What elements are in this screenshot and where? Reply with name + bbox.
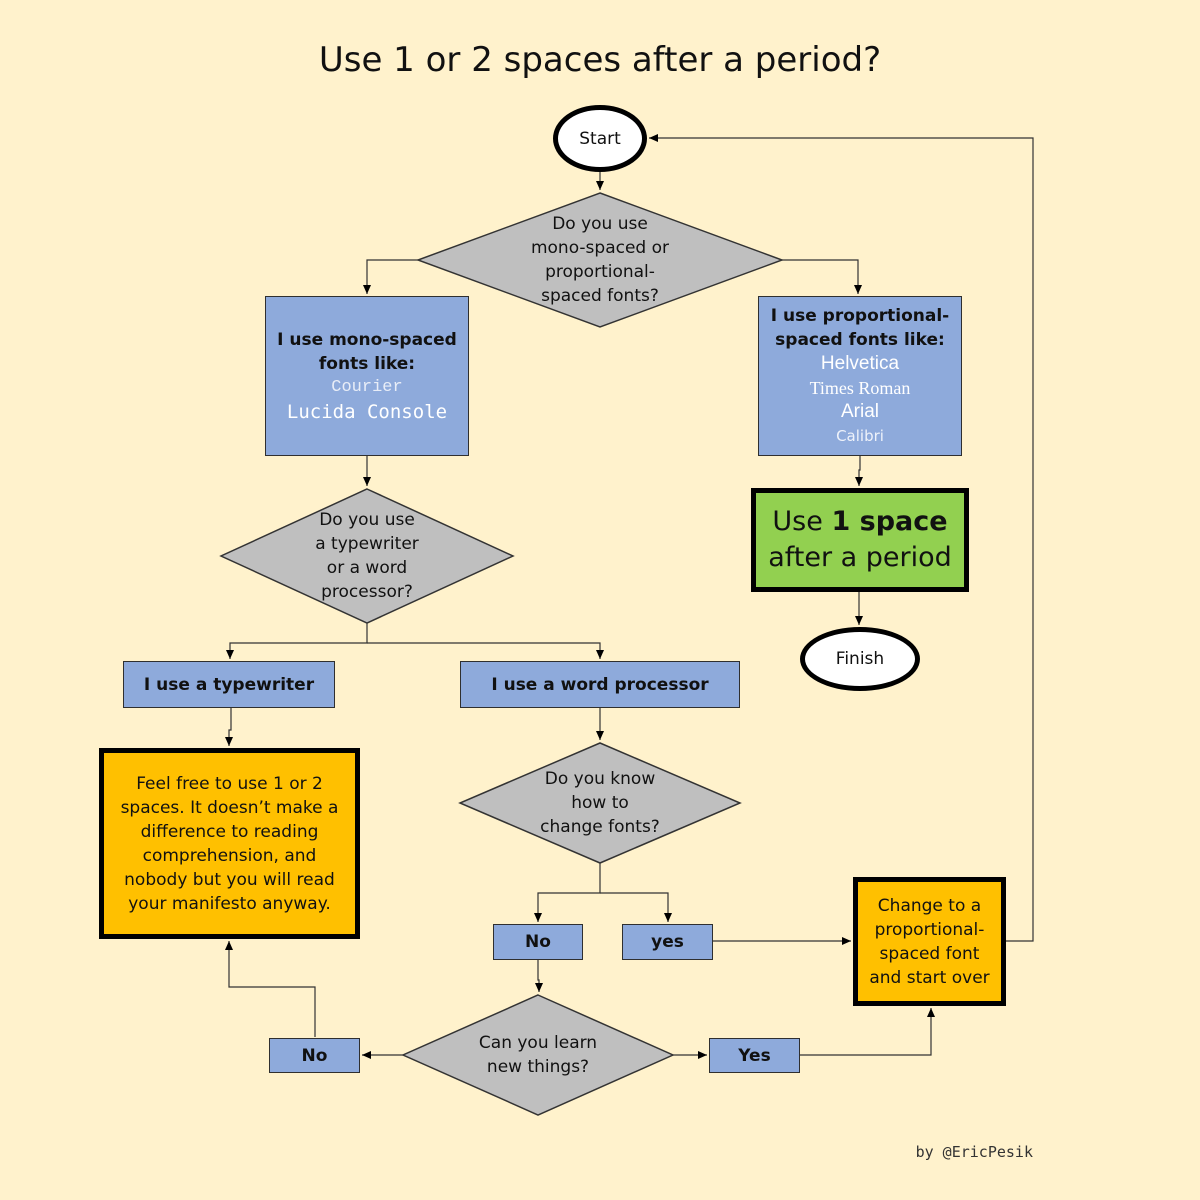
mono-spaced-box: I use mono-spaced fonts like: Courier Lu… (265, 296, 469, 456)
decision-learn-line: new things? (486, 1057, 590, 1077)
edge-q2-split (226, 623, 368, 659)
decision-learn-line: Can you learn (478, 1033, 598, 1053)
decision-learn-shape (401, 994, 675, 1116)
proportional-box: I use proportional- spaced fonts like: H… (758, 296, 962, 456)
decision-font-type: Do you use mono-spaced or proportional- … (500, 212, 700, 308)
yes-label-fonts: yes (651, 932, 684, 952)
decision-change-fonts: Do you know how to change fonts? (520, 767, 680, 839)
edge-q3-to-yes (600, 892, 672, 922)
change-font-line: proportional- (874, 919, 985, 940)
finish-node: Finish (800, 627, 920, 691)
use-one-space-pre: Use (772, 506, 832, 537)
start-label: Start (579, 128, 621, 149)
no-box-learn: No (269, 1038, 360, 1073)
decision-typewriter-line: a typewriter (315, 534, 419, 554)
use-one-space-bold: 1 space (831, 506, 948, 537)
edge-q1-to-mono (363, 259, 418, 294)
change-font-box: Change to a proportional- spaced font an… (853, 877, 1006, 1006)
mono-heading-line: fonts like: (318, 354, 416, 374)
font-sample-lucida-console: Lucida Console (286, 401, 448, 423)
decision-font-type-line: spaced fonts? (541, 286, 659, 306)
word-processor-box: I use a word processor (460, 661, 740, 708)
change-font-line: spaced font (879, 943, 980, 964)
edge-no-to-q4 (535, 960, 543, 992)
edge-q1-to-prop (782, 259, 862, 294)
finish-label: Finish (835, 649, 885, 669)
feel-free-line: difference to reading (140, 821, 319, 842)
no-label-fonts: No (525, 932, 551, 952)
change-font-line: and start over (869, 967, 990, 988)
decision-font-type-line: mono-spaced or (530, 238, 670, 258)
decision-typewriter-line: or a word (326, 558, 408, 578)
typewriter-box: I use a typewriter (123, 661, 335, 708)
font-sample-arial: Arial (840, 401, 879, 422)
yes-box-fonts: yes (622, 924, 713, 960)
feel-free-line: Feel free to use 1 or 2 (136, 773, 323, 794)
decision-change-fonts-line: Do you know (544, 769, 656, 789)
feel-free-line: your manifesto anyway. (128, 893, 331, 914)
use-one-space-box: Use 1 space after a period (751, 488, 969, 592)
edge-prop-to-green (855, 456, 863, 486)
no-label-learn: No (301, 1045, 328, 1066)
yes-box-learn: Yes (709, 1038, 800, 1073)
font-sample-calibri: Calibri (836, 427, 884, 445)
decision-typewriter: Do you use a typewriter or a word proces… (287, 508, 447, 604)
edge-q2-to-wordproc (367, 642, 604, 659)
decision-font-type-line: proportional- (545, 262, 655, 282)
decision-font-type-line: Do you use (552, 214, 648, 234)
edge-q3-to-no (534, 863, 601, 922)
use-one-space-line1: Use 1 space (772, 504, 947, 540)
decision-change-fonts-line: change fonts? (540, 817, 660, 837)
font-sample-courier: Courier (331, 378, 403, 397)
decision-typewriter-line: processor? (321, 582, 413, 602)
feel-free-line: nobody but you will read (124, 869, 335, 890)
page-title: Use 1 or 2 spaces after a period? (318, 40, 882, 80)
yes-label-learn: Yes (738, 1045, 771, 1066)
change-font-line: Change to a (877, 895, 982, 916)
edge-typewriter-to-feelfree (225, 708, 233, 746)
font-sample-times-roman: Times Roman (809, 378, 911, 398)
edge-yes2-to-change (800, 1008, 935, 1056)
typewriter-label: I use a typewriter (143, 674, 315, 695)
edge-change-to-start (649, 134, 1034, 942)
font-sample-helvetica: Helvetica (820, 353, 900, 374)
mono-heading-line: I use mono-spaced (277, 330, 457, 350)
feel-free-line: comprehension, and (142, 845, 317, 866)
decision-typewriter-line: Do you use (319, 510, 415, 530)
no-box-fonts: No (493, 924, 583, 960)
feel-free-box: Feel free to use 1 or 2 spaces. It doesn… (99, 748, 360, 939)
edge-no2-to-feelfree (225, 941, 316, 1037)
author-credit: by @EricPesik (915, 1143, 1033, 1161)
decision-change-fonts-line: how to (571, 793, 629, 813)
prop-heading-line: spaced fonts like: (775, 330, 945, 350)
decision-font-type-shape (415, 192, 785, 328)
word-processor-label: I use a word processor (491, 674, 709, 695)
feel-free-line: spaces. It doesn’t make a (120, 797, 339, 818)
start-node: Start (553, 105, 647, 172)
prop-heading-line: I use proportional- (770, 306, 950, 326)
use-one-space-line2: after a period (768, 542, 952, 573)
decision-learn: Can you learn new things? (458, 1031, 618, 1079)
